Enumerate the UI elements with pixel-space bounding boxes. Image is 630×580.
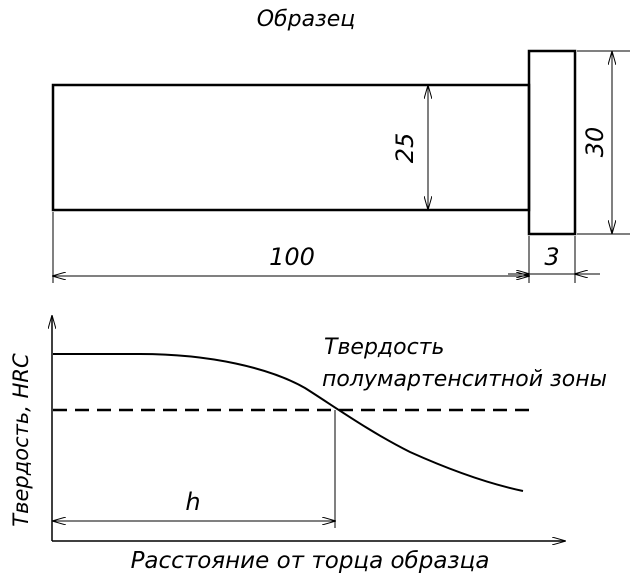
dimension-head-diameter-label: 30 [581, 127, 609, 158]
curve-label-line1: Твердость [324, 335, 444, 360]
specimen-body [51, 83, 531, 212]
hardness-curve [53, 353, 524, 492]
depth-label: h [185, 488, 200, 516]
specimen-title: Образец [257, 7, 356, 32]
dimension-diameter-label: 25 [391, 133, 419, 164]
x-axis-label: Расстояние от торца образца [131, 548, 490, 574]
dimension-length-label: 100 [269, 243, 315, 271]
y-axis-label: Твердость, HRC [9, 353, 33, 527]
curve-label-line2: полумартенситной зоны [322, 367, 607, 392]
dimension-head-thickness-label: 3 [544, 243, 559, 271]
specimen-head [527, 49, 577, 236]
